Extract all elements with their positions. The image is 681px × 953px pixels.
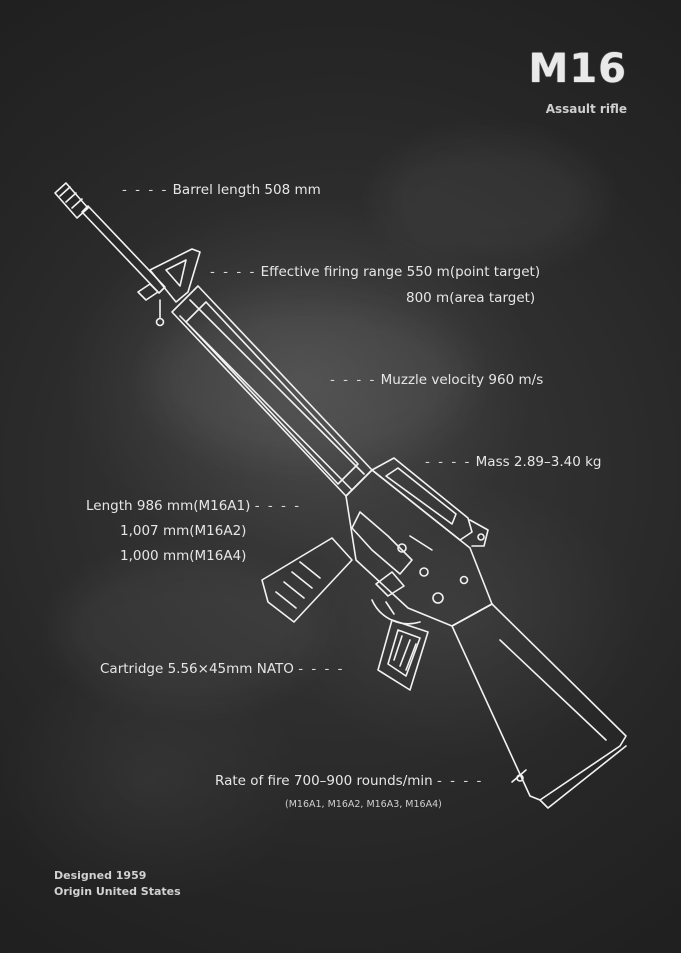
pistol-grip	[377, 619, 429, 691]
chalk-smudge	[60, 560, 320, 700]
spec-mass: - - - - Mass 2.89–3.40 kg	[425, 454, 601, 470]
spec-range-text-2: 800 m(area target)	[406, 290, 536, 306]
front-sight	[137, 248, 201, 327]
leader-dashes: - - - -	[122, 182, 169, 198]
leader-dashes: - - - -	[210, 264, 257, 280]
spec-cartridge-text: Cartridge 5.56×45mm NATO	[100, 661, 294, 677]
chalk-smudge	[150, 300, 470, 460]
leader-dashes: - - - -	[254, 498, 302, 514]
spec-velocity-text: Muzzle velocity 960 m/s	[380, 372, 544, 388]
spec-length-text-1: Length 986 mm(M16A1)	[86, 498, 251, 514]
spec-rate-text: Rate of fire 700–900 rounds/min	[215, 773, 433, 789]
leader-dashes: - - - -	[437, 773, 484, 789]
spec-barrel-text: Barrel length 508 mm	[172, 182, 321, 198]
page-subtitle: Assault rifle	[545, 102, 627, 116]
spec-muzzle-velocity: - - - - Muzzle velocity 960 m/s	[330, 372, 543, 388]
barrel	[81, 205, 166, 294]
spec-rate-of-fire: Rate of fire 700–900 rounds/min - - - -	[215, 773, 483, 789]
leader-dashes: - - - -	[298, 661, 345, 677]
footer-designed: Designed 1959	[54, 869, 147, 882]
spec-mass-text: Mass 2.89–3.40 kg	[475, 454, 602, 470]
buttstock	[451, 603, 627, 809]
receiver	[345, 469, 493, 627]
chalk-smudge	[380, 140, 600, 260]
leader-dashes: - - - -	[425, 454, 472, 470]
spec-length: Length 986 mm(M16A1) - - - -	[86, 498, 301, 514]
spec-range-text-1: Effective firing range 550 m(point targe…	[260, 264, 541, 280]
footer-origin: Origin United States	[54, 885, 181, 898]
spec-effective-range: - - - - Effective firing range 550 m(poi…	[210, 264, 540, 280]
spec-length-text-3: 1,000 mm(M16A4)	[120, 548, 247, 564]
page-title: M16	[528, 46, 627, 92]
magazine	[261, 537, 353, 623]
handguard	[171, 285, 373, 497]
carry-handle	[371, 457, 489, 547]
spec-length-text-2: 1,007 mm(M16A2)	[120, 523, 247, 539]
spec-barrel-length: - - - - Barrel length 508 mm	[122, 182, 321, 198]
trigger-guard	[371, 599, 421, 625]
flash-hider	[54, 182, 89, 219]
spec-rate-note: (M16A1, M16A2, M16A3, M16A4)	[285, 799, 442, 810]
leader-dashes: - - - -	[330, 372, 377, 388]
spec-cartridge: Cartridge 5.56×45mm NATO - - - -	[100, 661, 345, 677]
